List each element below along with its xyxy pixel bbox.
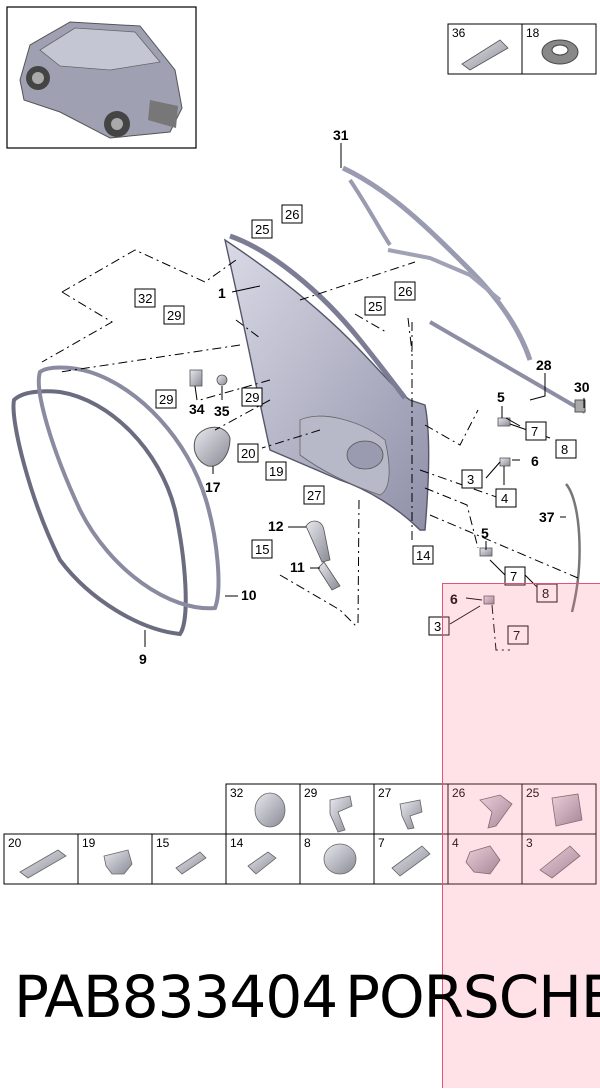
bolt-3-icon bbox=[539, 845, 581, 879]
window-rails bbox=[341, 165, 587, 414]
callout-6a: 6 bbox=[531, 453, 539, 469]
grid-cell-8: 8 bbox=[304, 836, 311, 850]
callout-28: 28 bbox=[536, 357, 552, 373]
header-parts: 36 18 bbox=[447, 23, 597, 75]
clip-nut-icon bbox=[551, 793, 583, 827]
brand-name: PORSCHE bbox=[345, 963, 600, 1031]
callout-27: 27 bbox=[307, 488, 321, 503]
grid-cell-7: 7 bbox=[378, 836, 385, 850]
bolt-14-icon bbox=[247, 851, 277, 875]
callout-9: 9 bbox=[139, 651, 147, 667]
nut-bolt-icon bbox=[103, 849, 133, 875]
clip-screw-icon bbox=[479, 794, 513, 829]
callout-5a: 5 bbox=[497, 389, 505, 405]
callout-29c: 29 bbox=[245, 390, 259, 405]
boxed-labels: 25 26 32 29 25 26 29 29 20 19 27 7 8 3 4… bbox=[134, 204, 577, 645]
callout-3b: 3 bbox=[434, 619, 441, 634]
long-bolt-icon bbox=[19, 849, 67, 879]
callout-8b: 8 bbox=[542, 586, 549, 601]
callout-4: 4 bbox=[501, 491, 508, 506]
callout-3a: 3 bbox=[467, 472, 474, 487]
callout-35: 35 bbox=[214, 403, 230, 419]
callout-26b: 26 bbox=[398, 284, 412, 299]
callout-14: 14 bbox=[416, 548, 430, 563]
callout-6b: 6 bbox=[450, 591, 458, 607]
callout-29b: 29 bbox=[159, 392, 173, 407]
highlight-overlay bbox=[442, 583, 600, 1088]
grid-cell-32: 32 bbox=[230, 786, 244, 800]
callout-7c: 7 bbox=[513, 628, 520, 643]
callout-1: 1 bbox=[218, 285, 226, 301]
header-part-36: 36 bbox=[452, 26, 466, 40]
callout-34: 34 bbox=[189, 401, 205, 417]
grid-cell-15: 15 bbox=[156, 836, 170, 850]
car-thumbnail bbox=[6, 6, 197, 149]
bolt-15-icon bbox=[175, 851, 207, 875]
fastener-grid-row2: 20 19 15 14 8 7 4 3 bbox=[3, 833, 597, 885]
callout-10: 10 bbox=[241, 587, 257, 603]
callout-7b: 7 bbox=[510, 569, 517, 584]
callout-19: 19 bbox=[269, 464, 283, 479]
cap-icon bbox=[254, 792, 286, 828]
callout-26a: 26 bbox=[285, 207, 299, 222]
tube-icon bbox=[461, 39, 509, 71]
bolt-icon bbox=[329, 795, 353, 833]
callout-11: 11 bbox=[290, 559, 305, 575]
callout-30: 30 bbox=[574, 379, 590, 395]
grid-cell-25: 25 bbox=[526, 786, 540, 800]
header-part-18: 18 bbox=[526, 26, 540, 40]
callout-5b: 5 bbox=[481, 525, 489, 541]
screw-icon bbox=[399, 799, 423, 830]
grid-cell-3: 3 bbox=[526, 836, 533, 850]
callout-8a: 8 bbox=[561, 442, 568, 457]
part-30-clip bbox=[574, 399, 586, 413]
plug-icon bbox=[323, 843, 357, 875]
door-seals bbox=[11, 365, 221, 637]
bolt-7-icon bbox=[391, 845, 431, 877]
callout-17: 17 bbox=[205, 479, 221, 495]
callout-20: 20 bbox=[241, 446, 255, 461]
grid-cell-27: 27 bbox=[378, 786, 392, 800]
grid-cell-20: 20 bbox=[8, 836, 22, 850]
grid-cell-29: 29 bbox=[304, 786, 318, 800]
door-shell bbox=[223, 233, 430, 531]
callout-37: 37 bbox=[539, 509, 555, 525]
grid-cell-26: 26 bbox=[452, 786, 466, 800]
grid-cell-19: 19 bbox=[82, 836, 96, 850]
hex-nut-icon bbox=[465, 845, 501, 875]
callout-15: 15 bbox=[255, 542, 269, 557]
grid-cell-14: 14 bbox=[230, 836, 244, 850]
callout-25a: 25 bbox=[255, 222, 269, 237]
callout-25b: 25 bbox=[368, 299, 382, 314]
part-code: PAB833404 bbox=[14, 963, 338, 1031]
small-parts bbox=[189, 369, 581, 613]
callout-29a: 29 bbox=[167, 308, 181, 323]
grid-cell-4: 4 bbox=[452, 836, 459, 850]
callout-12: 12 bbox=[268, 518, 284, 534]
bold-labels: 31 1 28 30 5 6 34 35 17 12 11 10 9 37 5 … bbox=[139, 127, 590, 667]
callout-7a: 7 bbox=[531, 424, 538, 439]
callout-31: 31 bbox=[333, 127, 349, 143]
callout-32: 32 bbox=[138, 291, 152, 306]
